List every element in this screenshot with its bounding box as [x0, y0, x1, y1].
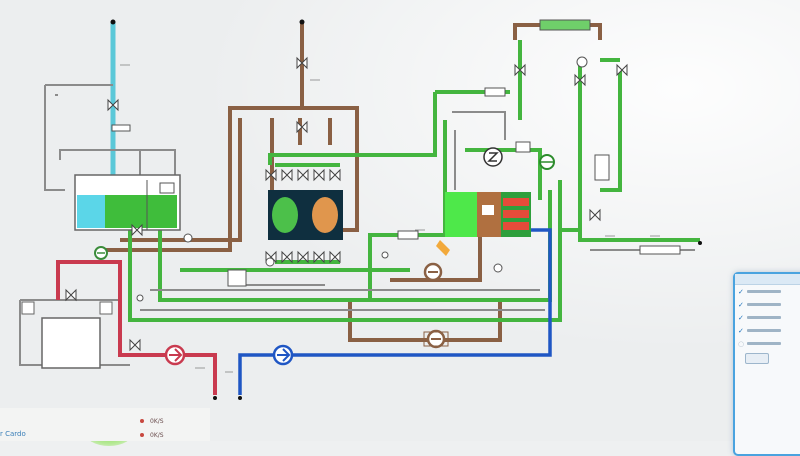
side-panel: ✓ ✓ ✓ ✓ ○ — [733, 272, 800, 456]
hvac-schematic — [0, 0, 800, 441]
thermometer-icon — [436, 240, 450, 256]
red-line — [56, 260, 217, 395]
legend-label: 0K/S — [150, 418, 164, 425]
legend: 0K/S 0K/S — [0, 408, 210, 441]
row-label — [746, 316, 781, 319]
lower-tank — [21, 301, 113, 369]
check-icon[interactable]: ✓ — [738, 300, 744, 309]
blue-line — [238, 228, 552, 395]
check-icon[interactable]: ✓ — [738, 326, 744, 335]
pipe-labels — [120, 64, 660, 373]
boiler-unit — [445, 192, 531, 237]
circulation-pump-brown[interactable] — [426, 329, 446, 349]
panel-row[interactable]: ✓ — [735, 298, 800, 311]
legend-item-2: 0K/S — [140, 432, 164, 439]
pump-icon[interactable] — [94, 246, 108, 260]
legend-item-1: 0K/S — [140, 418, 164, 425]
gauge-icon — [483, 147, 503, 167]
panel-button[interactable] — [745, 353, 769, 364]
panel-row[interactable]: ✓ — [735, 285, 800, 298]
row-label — [746, 329, 781, 332]
heat-exchanger — [268, 190, 343, 240]
panel-row[interactable]: ✓ — [735, 324, 800, 337]
storage-tank — [74, 174, 181, 231]
check-icon[interactable]: ○ — [738, 339, 745, 348]
corner-label: r Cardo — [0, 430, 26, 438]
panel-header — [735, 274, 800, 285]
legend-dot — [140, 433, 144, 437]
legend-dot — [140, 419, 144, 423]
check-icon[interactable]: ✓ — [738, 313, 744, 322]
water-inlet-pipe — [110, 19, 116, 175]
circulation-pump-red[interactable] — [164, 344, 186, 366]
mixing-pump[interactable] — [423, 262, 443, 282]
meter-box — [515, 141, 531, 153]
legend-label: 0K/S — [150, 432, 164, 439]
valve-icon[interactable] — [65, 56, 628, 352]
panel-row[interactable]: ○ — [735, 337, 800, 350]
outlet-point — [698, 241, 702, 245]
row-label — [747, 342, 782, 345]
panel-row[interactable]: ✓ — [735, 311, 800, 324]
row-label — [746, 290, 781, 293]
check-icon[interactable]: ✓ — [738, 287, 744, 296]
row-label — [746, 303, 781, 306]
sensor-fittings — [111, 19, 681, 302]
check-valve-icon[interactable] — [423, 331, 449, 347]
fan-icon[interactable] — [539, 154, 555, 170]
circulation-pump-blue[interactable] — [272, 344, 294, 366]
